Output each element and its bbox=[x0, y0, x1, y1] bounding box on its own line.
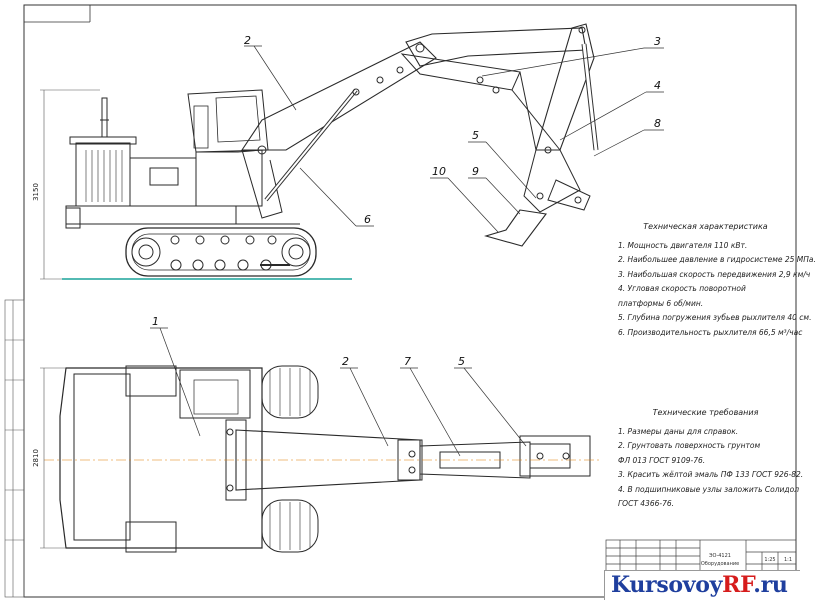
callout-10: 10 bbox=[432, 165, 446, 178]
characteristic-item: 1. Мощность двигателя 110 кВт. bbox=[618, 240, 748, 250]
callout-2-top: 2 bbox=[342, 355, 349, 368]
requirement-item: ФЛ 013 ГОСТ 9109-76. bbox=[618, 455, 706, 465]
excavator-side-view bbox=[62, 23, 599, 280]
requirement-item: 3. Красить жёлтой эмаль ПФ 133 ГОСТ 926-… bbox=[618, 470, 804, 479]
characteristic-item: 2. Наибольшее давление в гидросистеме 25… bbox=[618, 255, 816, 264]
title-block-scale: 1:25 bbox=[764, 557, 775, 563]
callout-leaders bbox=[150, 45, 664, 457]
callout-4: 4 bbox=[654, 79, 661, 92]
margin-stamp-column bbox=[4, 299, 25, 598]
callout-2-side: 2 bbox=[244, 34, 251, 47]
requirement-item: 2. Грунтовать поверхность грунтом bbox=[618, 441, 761, 450]
characteristic-item: 4. Угловая скорость поворотной bbox=[618, 284, 746, 293]
site-watermark[interactable]: KursovoyRF.ru bbox=[604, 570, 800, 600]
excavator-top-view bbox=[44, 365, 600, 553]
callout-8: 8 bbox=[654, 117, 661, 130]
characteristic-item: платформы 6 об/мин. bbox=[618, 298, 704, 308]
watermark-rf: RF bbox=[722, 572, 754, 598]
characteristic-item: 6. Производительность рыхлителя 66,5 м³/… bbox=[618, 327, 803, 337]
characteristic-item: 5. Глубина погружения зубьев рыхлителя 4… bbox=[618, 313, 812, 322]
callout-5-side: 5 bbox=[472, 129, 479, 142]
callout-1: 1 bbox=[152, 315, 159, 328]
requirement-item: ГОСТ 4366-76. bbox=[618, 499, 675, 508]
callout-5-top: 5 bbox=[458, 355, 465, 368]
dimension-height: 3150 bbox=[32, 183, 40, 201]
characteristic-item: 3. Наибольшая скорость передвижения 2,9 … bbox=[618, 269, 811, 279]
technical-requirements: Технические требования 1. Размеры даны д… bbox=[618, 406, 804, 512]
watermark-pre: Kursovoy bbox=[611, 572, 723, 598]
characteristics-title: Техническая характеристика bbox=[643, 222, 768, 231]
watermark-post: .ru bbox=[753, 572, 788, 598]
title-block-sheet: 1:1 bbox=[784, 557, 792, 563]
callout-7: 7 bbox=[404, 355, 411, 368]
dimension-width: 2810 bbox=[32, 449, 40, 467]
title-block-code: ЭО-4121 bbox=[709, 553, 731, 559]
callout-6: 6 bbox=[364, 213, 371, 226]
requirement-item: 1. Размеры даны для справок. bbox=[618, 426, 739, 436]
callout-3: 3 bbox=[654, 35, 661, 48]
title-block-name: Оборудование bbox=[701, 561, 739, 567]
requirements-title: Технические требования bbox=[652, 408, 759, 417]
technical-characteristics: Техническая характеристика 1. Мощность д… bbox=[618, 220, 816, 340]
requirement-item: 4. В подшипниковые узлы заложить Солидол bbox=[618, 484, 799, 494]
callout-9: 9 bbox=[472, 165, 479, 178]
dimension-lines bbox=[40, 89, 100, 549]
